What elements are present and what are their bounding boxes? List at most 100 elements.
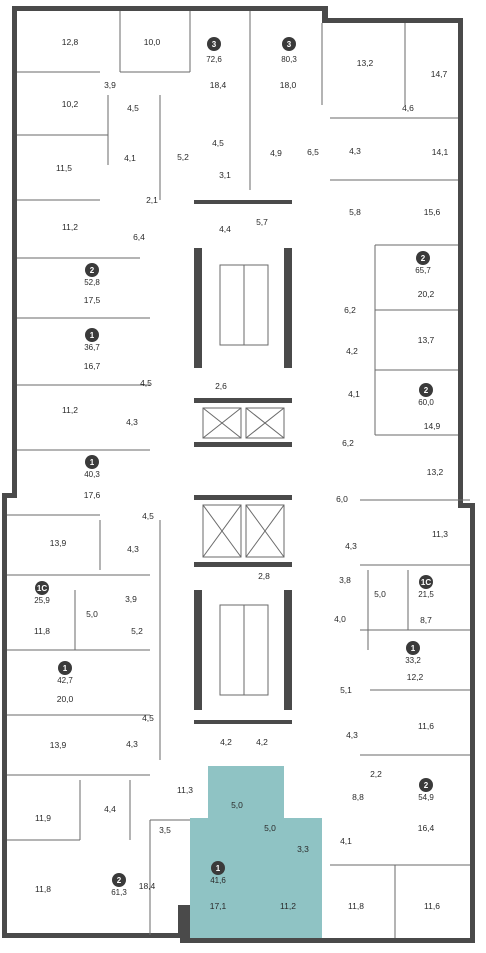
room-area: 2,1 [146, 195, 158, 205]
room-area: 12,8 [62, 37, 79, 47]
room-area: 4,3 [349, 146, 361, 156]
apartment-area: 36,7 [84, 343, 100, 352]
apartment-area: 42,7 [57, 676, 73, 685]
apartment-rooms: 1С [421, 578, 431, 587]
apartment-rooms: 2 [421, 254, 426, 263]
apartment-rooms: 2 [117, 876, 122, 885]
room-area: 6,0 [336, 494, 348, 504]
apartment-8: 1С 21,5 [418, 575, 434, 599]
outer-walls [2, 6, 475, 943]
room-area: 5,2 [177, 152, 189, 162]
room-area: 18,0 [280, 80, 297, 90]
room-area: 4,1 [340, 836, 352, 846]
apartment-area: 60,0 [418, 398, 434, 407]
apartment-4: 136,7 [84, 328, 100, 352]
apartment-rooms: 3 [212, 40, 217, 49]
highlighted-apartment[interactable] [190, 766, 322, 938]
room-area: 4,5 [212, 138, 224, 148]
room-area: 20,2 [418, 289, 435, 299]
room-area: 3,3 [297, 844, 309, 854]
room-area: 11,3 [177, 785, 193, 795]
room-area: 4,4 [219, 224, 231, 234]
room-area: 11,6 [424, 901, 440, 911]
apartment-10: 142,7 [57, 661, 73, 685]
room-area: 6,4 [133, 232, 145, 242]
room-area: 2,6 [215, 381, 227, 391]
apartment-area: 65,7 [415, 266, 431, 275]
apartment-5: 260,0 [418, 383, 434, 407]
room-area: 16,7 [84, 361, 101, 371]
apartment-area: 40,3 [84, 470, 100, 479]
apartment-rooms: 1 [90, 458, 95, 467]
room-area: 2,8 [258, 571, 270, 581]
room-area: 4,1 [124, 153, 136, 163]
apartment-area: 54,9 [418, 793, 434, 802]
room-area: 11,9 [35, 813, 51, 823]
room-area: 5,7 [256, 217, 268, 227]
room-area: 4,2 [220, 737, 232, 747]
room-area: 3,8 [339, 575, 351, 585]
apartment-rooms: 1 [411, 644, 416, 653]
room-area: 13,2 [427, 467, 444, 477]
room-area: 18,4 [210, 80, 227, 90]
apartment-rooms: 2 [424, 781, 429, 790]
room-area: 20,0 [57, 694, 74, 704]
apartment-rooms: 1С [37, 584, 47, 593]
room-area: 13,9 [50, 538, 67, 548]
room-area: 14,1 [432, 147, 449, 157]
room-area: 11,5 [56, 163, 72, 173]
apartment-area: 21,5 [418, 590, 434, 599]
room-area: 4,9 [270, 148, 282, 158]
room-area: 3,1 [219, 170, 231, 180]
room-area: 4,5 [140, 378, 152, 388]
room-area: 3,5 [159, 825, 171, 835]
apartment-rooms: 1 [216, 864, 221, 873]
room-area: 5,8 [349, 207, 361, 217]
room-area: 15,6 [424, 207, 441, 217]
apartment-area: 72,6 [206, 55, 222, 64]
room-area: 4,2 [346, 346, 358, 356]
apartment-13: 141,6 [210, 861, 226, 885]
room-area: 8,7 [420, 615, 432, 625]
room-labels: 12,8 10,0 18,4 18,0 13,2 14,7 3,9 4,6 10… [34, 37, 449, 911]
apartment-rooms: 2 [90, 266, 95, 275]
apartment-area: 33,2 [405, 656, 421, 665]
room-area: 4,1 [348, 389, 360, 399]
apartment-area: 80,3 [281, 55, 297, 64]
room-area: 6,2 [344, 305, 356, 315]
core-walls [194, 200, 292, 724]
apartment-2: 252,8 [84, 263, 100, 287]
room-area: 4,5 [142, 713, 154, 723]
room-area: 8,8 [352, 792, 364, 802]
apartment-9: 133,2 [405, 641, 421, 665]
apartment-12: 261,3 [111, 873, 127, 897]
room-area: 6,2 [342, 438, 354, 448]
room-area: 11,8 [348, 901, 364, 911]
room-area: 17,1 [210, 901, 227, 911]
room-area: 14,9 [424, 421, 441, 431]
room-area: 11,2 [62, 405, 78, 415]
right-wing-walls [321, 23, 470, 938]
apartment-rooms: 3 [287, 40, 292, 49]
room-area: 14,7 [431, 69, 448, 79]
left-wing-walls [7, 11, 251, 935]
apartment-11: 254,9 [418, 778, 434, 802]
apartment-3: 265,7 [415, 251, 431, 275]
room-area: 4,3 [127, 544, 139, 554]
room-area: 2,2 [370, 769, 382, 779]
room-area: 11,3 [432, 529, 448, 539]
room-area: 10,0 [144, 37, 161, 47]
room-area: 10,2 [62, 99, 79, 109]
apartment-0: 372,6 [206, 37, 222, 64]
room-area: 4,5 [127, 103, 139, 113]
room-area: 18,4 [139, 881, 156, 891]
room-area: 4,6 [402, 103, 414, 113]
room-area: 4,2 [256, 737, 268, 747]
room-area: 13,9 [50, 740, 67, 750]
room-area: 5,0 [374, 589, 386, 599]
room-area: 5,2 [131, 626, 143, 636]
room-area: 11,2 [280, 901, 296, 911]
apartment-rooms: 1 [90, 331, 95, 340]
room-area: 13,2 [357, 58, 374, 68]
